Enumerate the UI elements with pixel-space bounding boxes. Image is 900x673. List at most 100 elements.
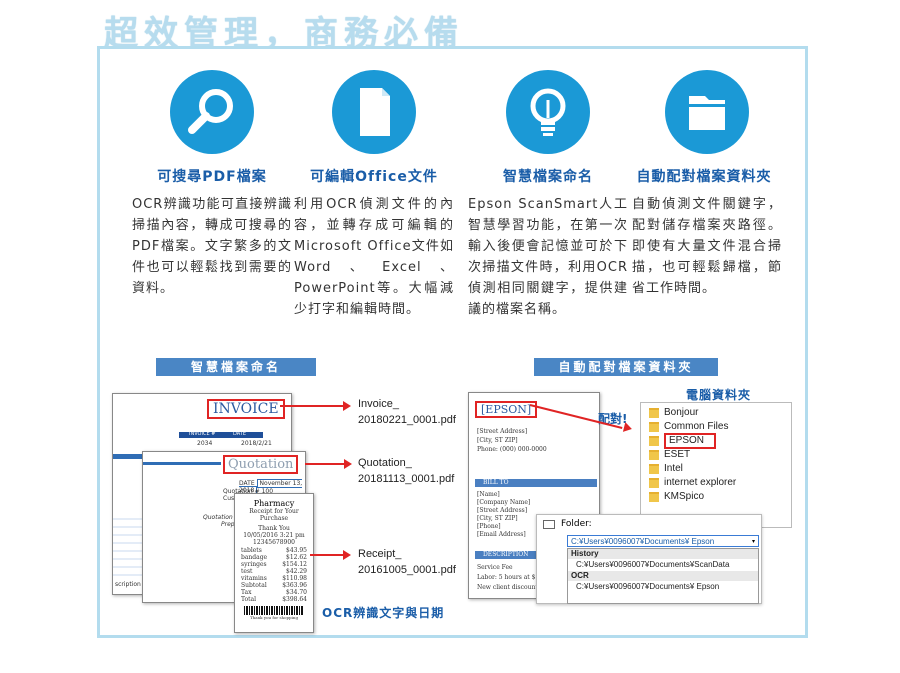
bill-line: [City, ST ZIP] (477, 515, 518, 522)
arrow-invoice (280, 405, 344, 407)
folder-field-row: Folder: (543, 519, 592, 529)
receipt-total-row: Total $398.64 (241, 596, 307, 603)
address-line: Phone: (000) 000-0000 (477, 446, 547, 453)
quotation-prepared: Prepar (221, 521, 241, 528)
arrow-head-receipt (343, 550, 351, 560)
folder-list-item[interactable]: Intel (649, 462, 791, 476)
quotation-heading: Quotation (223, 455, 299, 474)
desc-line: New client discount (477, 584, 538, 591)
folder-name: internet explorer (664, 477, 737, 488)
receipt-subtitle: Receipt for Your Purchase (249, 508, 299, 522)
folder-name: KMSpico (664, 491, 705, 502)
folder-list-item[interactable]: Bonjour (649, 406, 791, 420)
arrow-receipt (310, 554, 344, 556)
folder-icon (649, 408, 659, 418)
folder-icon (649, 492, 659, 502)
folder-path-value: C:¥Users¥0096007¥Documents¥ Epson (571, 536, 715, 546)
filename-receipt-line1: Receipt_ (358, 548, 402, 560)
bill-to-label: BILL TO (483, 479, 509, 486)
quotation-number-label: Quotation # (223, 488, 260, 495)
receipt-total: $398.64 (282, 596, 307, 603)
bill-to-lines: [Name] [Company Name] [Street Address] [… (477, 491, 530, 539)
feature-description: 利用OCR偵測文件的內容，並轉存成可編輯的Microsoft Office文件如… (294, 197, 454, 317)
receipt-item-name: bandage (241, 554, 268, 561)
receipt-item-name: Subtotal (241, 582, 267, 589)
address-line: [Street Address] (477, 428, 528, 435)
chevron-down-icon: ▾ (751, 537, 755, 545)
feature-description: 自動偵測文件關鍵字，配對儲存檔案夾路徑。即使有大量文件混合掃描，也可輕鬆歸檔，節… (632, 197, 782, 296)
folder-name: ESET (664, 449, 691, 460)
ocr-path-option[interactable]: C:¥Users¥0096007¥Documents¥ Epson (576, 582, 720, 591)
receipt-total-label: Total (241, 596, 257, 603)
folder-list-item[interactable]: KMSpico (649, 490, 791, 504)
description-lines: Service Fee Labor: 5 hours at $75/hr New… (477, 563, 552, 593)
folder-icon (649, 422, 659, 432)
history-path-option[interactable]: C:¥Users¥0096007¥Documents¥ScanData (576, 560, 730, 569)
folder-icon (649, 436, 659, 446)
invoice-description-label: scription (115, 581, 141, 588)
receipt-tax-label: Tax (241, 589, 252, 596)
folder-list-item[interactable]: internet explorer (649, 476, 791, 490)
feature-searchable-pdf: 可搜尋PDF檔案 OCR辨識功能可直接辨識掃描內容，轉成可搜尋的PDF檔案。文字… (132, 70, 292, 299)
receipt-item-price: $154.12 (282, 561, 307, 568)
desc-line: Service Fee (477, 564, 513, 571)
epson-label: [EPSON] (475, 401, 538, 418)
invoice-date: 2018/2/21 (241, 440, 272, 447)
arrow-quotation (305, 463, 345, 465)
filename-quotation-line1: Quotation_ (358, 457, 412, 469)
quotation-valid: Quotation valic (203, 514, 249, 521)
filename-invoice-line2: 20180221_0001.pdf (358, 414, 456, 426)
folder-name: Bonjour (664, 407, 699, 418)
invoice-heading: INVOICE (207, 399, 285, 419)
folder-dialog: Folder: C:¥Users¥0096007¥Documents¥ Epso… (536, 514, 762, 604)
arrow-head-invoice (343, 401, 351, 411)
receipt-id: 12345678900 (253, 539, 295, 546)
feature-editable-office: 可編輯Office文件 利用OCR偵測文件的內容，並轉存成可編輯的Microso… (294, 70, 454, 320)
folder-icon (649, 450, 659, 460)
folder-icon (649, 464, 659, 474)
receipt-datetime: 10/05/2016 3:21 pm (243, 532, 305, 539)
receipt-thanks: Thank You (258, 525, 290, 532)
filename-receipt: Receipt_ 20161005_0001.pdf (358, 546, 456, 578)
receipt-document: Pharmacy Receipt for Your Purchase Thank… (234, 493, 314, 633)
arrow-head-quotation (344, 459, 352, 469)
receipt-item-row: syringes $154.12 (241, 561, 307, 568)
folder-outline-icon (543, 519, 555, 529)
invoice-table-header: INVOICE # DATE (179, 431, 263, 438)
desc-line: Labor: 5 hours at $75/hr (477, 574, 552, 581)
filename-invoice: Invoice_ 20180221_0001.pdf (358, 396, 456, 428)
pc-folder-label: 電腦資料夾 (686, 388, 752, 402)
quotation-band (143, 462, 221, 465)
receipt-item-row: vitamins $110.98 (241, 575, 307, 582)
receipt-item-name: syringes (241, 561, 267, 568)
receipt-tax-row: Tax $34.70 (241, 589, 307, 596)
section-bar-smart-naming: 智慧檔案命名 (156, 358, 316, 376)
feature-description: OCR辨識功能可直接辨識掃描內容，轉成可搜尋的PDF檔案。文字繁多的文件也可以輕… (132, 197, 292, 296)
receipt-item-name: vitamins (241, 575, 267, 582)
receipt-tax: $34.70 (286, 589, 307, 596)
folder-list-item[interactable]: EPSON (649, 433, 791, 449)
folder-list-item[interactable]: ESET (649, 448, 791, 462)
receipt-barcode (244, 606, 304, 615)
quotation-date-value: November 13, 2018 (239, 479, 303, 495)
folder-path-select[interactable]: C:¥Users¥0096007¥Documents¥ Epson ▾ (567, 535, 759, 547)
lightbulb-icon (506, 70, 590, 154)
document-icon (332, 70, 416, 154)
bill-line: [Name] (477, 491, 500, 498)
folder-icon (665, 70, 749, 154)
section-bar-auto-folder: 自動配對檔案資料夾 (534, 358, 718, 376)
receipt-item-price: $110.98 (282, 575, 307, 582)
receipt-item-row: test$42.29 (241, 568, 307, 575)
feature-title: 自動配對檔案資料夾 (636, 169, 772, 185)
filename-quotation: Quotation_ 20181113_0001.pdf (358, 455, 454, 487)
quotation-date-row: DATE November 13, 2018 (239, 479, 305, 495)
feature-smart-naming: 智慧檔案命名 Epson ScanSmart人工智慧學習功能，在第一次輸入後便會… (468, 70, 628, 320)
receipt-item-price: $42.29 (286, 568, 307, 575)
filename-invoice-line1: Invoice_ (358, 398, 399, 410)
quotation-date-label: DATE (239, 480, 255, 487)
folder-list-item[interactable]: Common Files (649, 420, 791, 434)
feature-title: 可編輯Office文件 (310, 169, 438, 185)
quotation-customer: Custon (223, 495, 244, 502)
description-label: DESCRIPTION (483, 551, 529, 558)
